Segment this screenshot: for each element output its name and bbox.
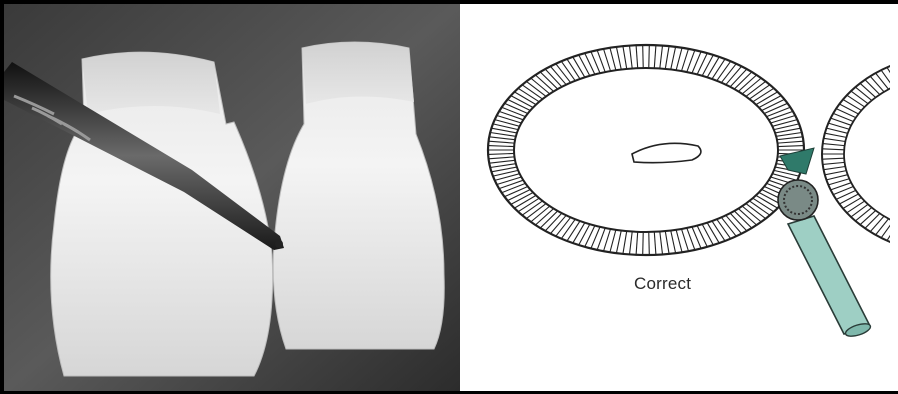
cross-section-diagram [462,4,898,391]
teeth-photo [4,4,460,391]
adjacent-tooth-cross-section [822,54,898,254]
diagram-caption: Correct [634,274,691,294]
tooth-cross-section [488,45,804,255]
right-crop-edge [890,4,898,391]
